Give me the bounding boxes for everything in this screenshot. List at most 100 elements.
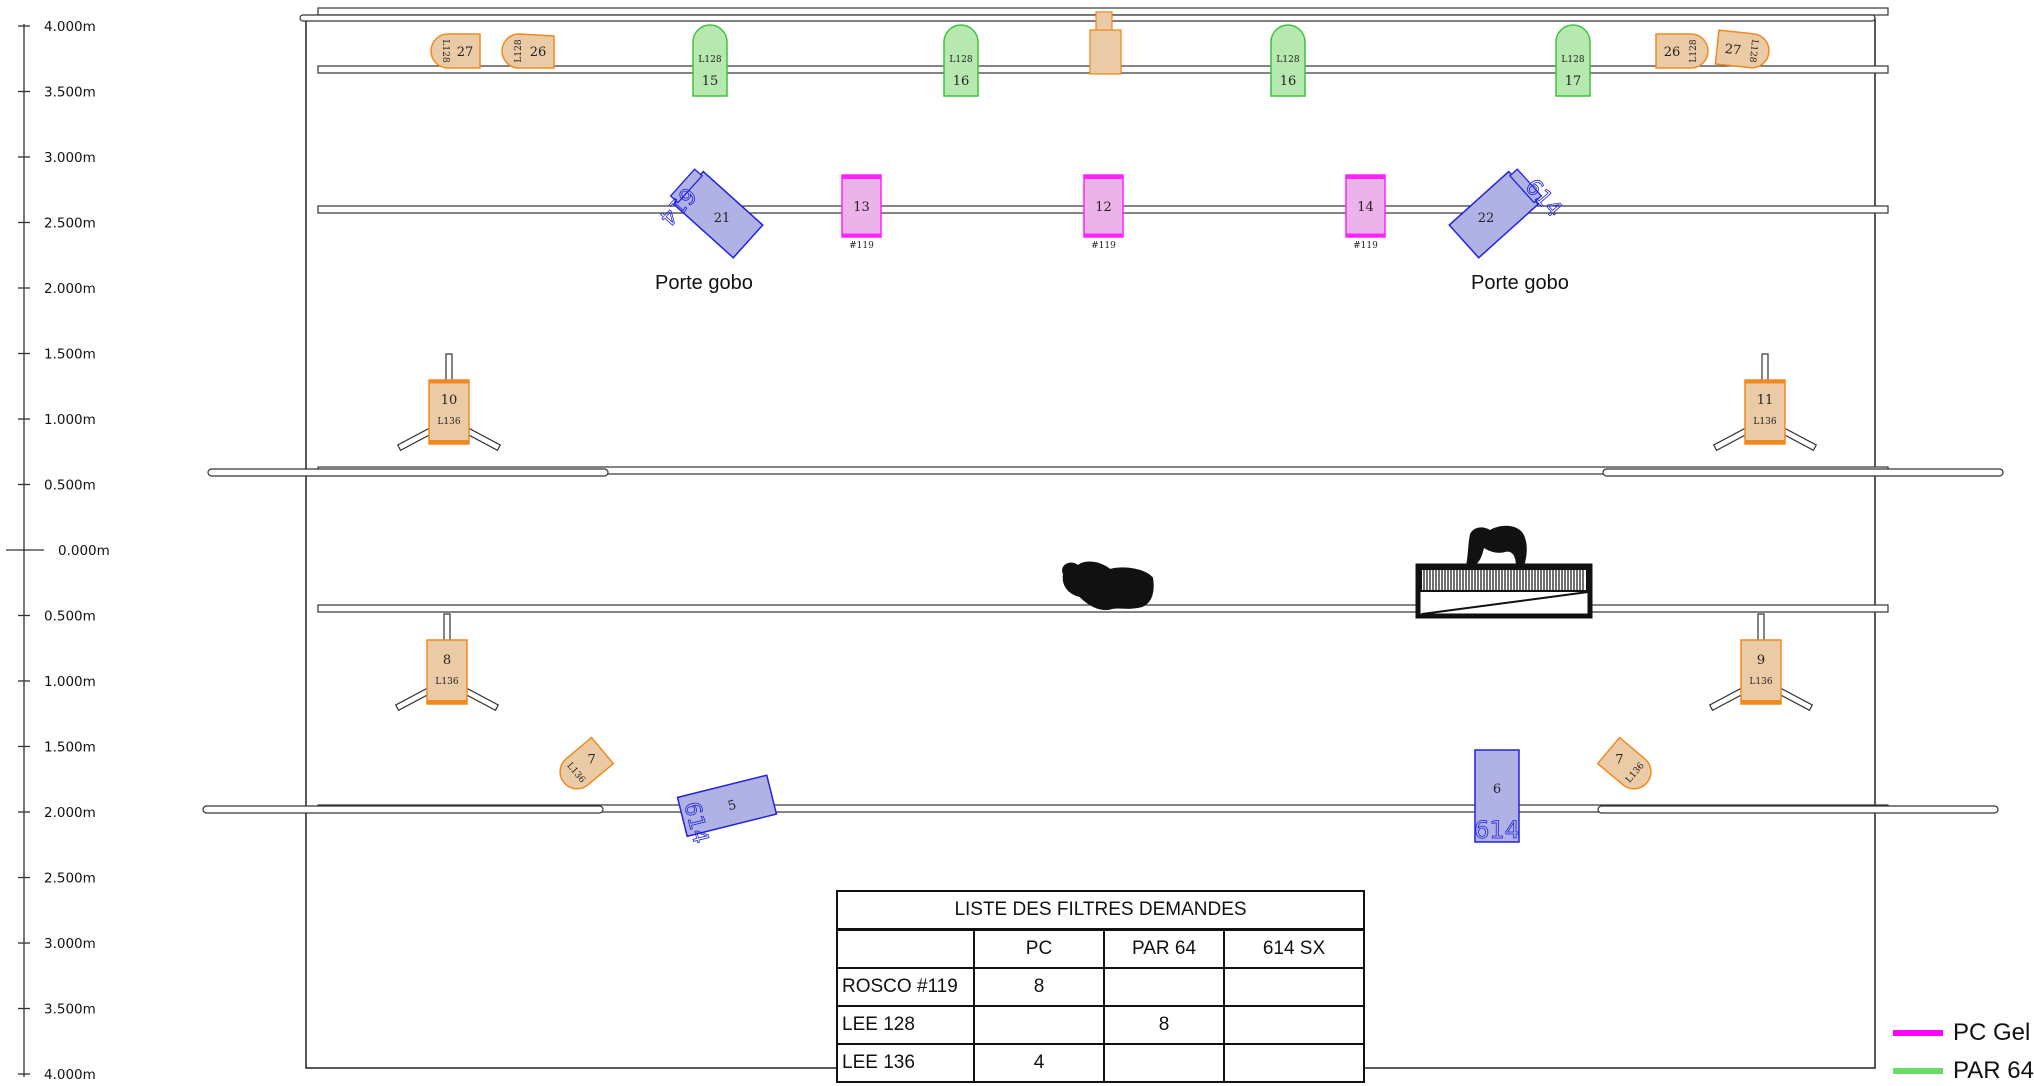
ruler-label: 3.500m bbox=[44, 1002, 96, 1018]
ruler-label: 2.000m bbox=[44, 805, 96, 821]
ruler-label: 4.000m bbox=[44, 19, 96, 35]
ruler-label: 1.500m bbox=[44, 347, 96, 363]
profile-fixture: 22 614 bbox=[1448, 168, 1567, 259]
boom-right-lower bbox=[1597, 805, 1999, 814]
par-filter: L128 bbox=[1561, 55, 1584, 65]
table-row: ROSCO #119 8 bbox=[836, 967, 1365, 1007]
ruler-label: 0.500m bbox=[44, 478, 96, 494]
par-number: 15 bbox=[702, 74, 719, 89]
par-fixture: L128 15 bbox=[692, 24, 728, 97]
pc-stand-fixture: 10 L136 bbox=[396, 353, 502, 452]
ruler-label: 2.000m bbox=[44, 281, 96, 297]
pc-gel-fixture: 12 #119 bbox=[1083, 174, 1124, 251]
filter-list-table: LISTE DES FILTRES DEMANDES PC PAR 64 614… bbox=[836, 890, 1365, 1083]
side-filter: L128 bbox=[1747, 39, 1759, 63]
pc-stand-fixture: 9 L136 bbox=[1708, 613, 1814, 712]
profile-number: 5 bbox=[726, 798, 738, 815]
legend: PC Gel PAR 64 bbox=[1893, 1018, 2034, 1084]
pc-stand-fixture: 8 L136 bbox=[394, 613, 500, 712]
set-piece-piano bbox=[1415, 525, 1593, 619]
table-cell bbox=[1103, 1043, 1225, 1083]
ruler-label: 1.500m bbox=[44, 740, 96, 756]
side-fixture: 27 L128 bbox=[1714, 29, 1770, 69]
par-number: 16 bbox=[953, 74, 970, 89]
profile-code: 614 bbox=[1474, 816, 1520, 844]
table-header-row: PC PAR 64 614 SX bbox=[836, 928, 1365, 969]
floor-fixture: 7 L136 bbox=[559, 736, 615, 790]
pc-stand-fixture: 11 L136 bbox=[1712, 353, 1818, 452]
ruler-label: 3.000m bbox=[44, 936, 96, 952]
boom-left-upper bbox=[207, 468, 609, 477]
table-header bbox=[836, 928, 975, 969]
par-fixtures: L128 15 L128 16 L128 16 L128 17 bbox=[692, 24, 1591, 97]
table-header: 614 SX bbox=[1223, 928, 1365, 969]
gobo-note-right: Porte gobo bbox=[1471, 272, 1569, 294]
pc-stand-filter: L136 bbox=[435, 677, 458, 687]
par-filter: L128 bbox=[698, 55, 721, 65]
table-title: LISTE DES FILTRES DEMANDES bbox=[836, 890, 1365, 931]
ruler-label: 2.500m bbox=[44, 871, 96, 887]
legend-label: PAR 64 bbox=[1953, 1057, 2034, 1084]
side-fixture: 27 L128 bbox=[430, 33, 481, 69]
par-number: 16 bbox=[1280, 74, 1297, 89]
batten-top bbox=[299, 14, 1876, 22]
side-fixture: 26 L128 bbox=[1655, 33, 1709, 69]
table-cell bbox=[1103, 967, 1225, 1007]
pc-filter: #119 bbox=[1091, 241, 1116, 251]
ruler-label: 2.500m bbox=[44, 216, 96, 232]
side-number: 26 bbox=[1664, 45, 1681, 60]
ruler-label: 3.000m bbox=[44, 150, 96, 166]
table-cell: 4 bbox=[973, 1043, 1105, 1083]
pc-gel-fixture: 14 #119 bbox=[1345, 174, 1386, 251]
side-fixture: 26 L128 bbox=[501, 33, 555, 69]
ruler-label: 1.000m bbox=[44, 412, 96, 428]
pc-stand-filter: L136 bbox=[1749, 677, 1772, 687]
legend-item: PAR 64 bbox=[1893, 1056, 2034, 1086]
profile-fixtures: 21 614 22 614 5 614 6 614 bbox=[653, 168, 1567, 847]
side-number: 27 bbox=[1724, 42, 1742, 59]
par-number: 17 bbox=[1565, 74, 1582, 89]
table-cell: 8 bbox=[973, 967, 1105, 1007]
par-filter: L128 bbox=[949, 55, 972, 65]
profile-fixture: 21 614 bbox=[653, 168, 764, 259]
gobo-note-left: Porte gobo bbox=[655, 272, 753, 294]
table-cell bbox=[1223, 1043, 1365, 1083]
legend-label: PC Gel bbox=[1953, 1019, 2031, 1046]
legend-swatch bbox=[1893, 1030, 1943, 1036]
table-row: LEE 136 4 bbox=[836, 1043, 1365, 1083]
pc-gel-fixture: 13 #119 bbox=[841, 174, 882, 251]
table-header: PAR 64 bbox=[1103, 928, 1225, 969]
pc-number: 13 bbox=[853, 200, 870, 215]
ruler-label: 0.000m bbox=[58, 543, 110, 559]
table-header: PC bbox=[973, 928, 1105, 969]
top-side-fixtures: 27 L128 26 L128 26 L128 27 L128 bbox=[430, 29, 1770, 69]
floor-number: 7 bbox=[1615, 753, 1623, 768]
profile-fixture: 5 614 bbox=[676, 774, 778, 847]
pc-stand-number: 11 bbox=[1757, 393, 1774, 408]
table-cell: 8 bbox=[1103, 1005, 1225, 1045]
center-hanging-fixture bbox=[1089, 11, 1122, 75]
side-filter: L128 bbox=[1689, 39, 1699, 62]
ruler-label: 1.000m bbox=[44, 674, 96, 690]
floor-fixtures: 7 L136 7 L136 bbox=[559, 736, 1652, 790]
pc-gel-fixtures: 13 #119 12 #119 14 #119 bbox=[841, 174, 1386, 251]
table-title-row: LISTE DES FILTRES DEMANDES bbox=[836, 890, 1365, 931]
table-cell bbox=[1223, 967, 1365, 1007]
pc-number: 14 bbox=[1357, 200, 1374, 215]
side-filter: L128 bbox=[440, 39, 450, 62]
profile-number: 22 bbox=[1478, 211, 1495, 226]
pc-stand-fixtures: 10 L136 11 L136 8 L136 bbox=[394, 353, 1818, 712]
table-cell: LEE 136 bbox=[836, 1043, 975, 1083]
ruler-label: 4.000m bbox=[44, 1067, 96, 1083]
profile-number: 21 bbox=[714, 211, 731, 226]
pc-number: 12 bbox=[1095, 200, 1112, 215]
pc-filter: #119 bbox=[849, 241, 874, 251]
floor-fixture: 7 L136 bbox=[1596, 736, 1652, 790]
side-number: 26 bbox=[530, 45, 547, 60]
table-cell: LEE 128 bbox=[836, 1005, 975, 1045]
side-filter: L128 bbox=[514, 39, 524, 62]
table-cell: ROSCO #119 bbox=[836, 967, 975, 1007]
par-fixture: L128 16 bbox=[943, 24, 979, 97]
side-number: 27 bbox=[457, 45, 474, 60]
